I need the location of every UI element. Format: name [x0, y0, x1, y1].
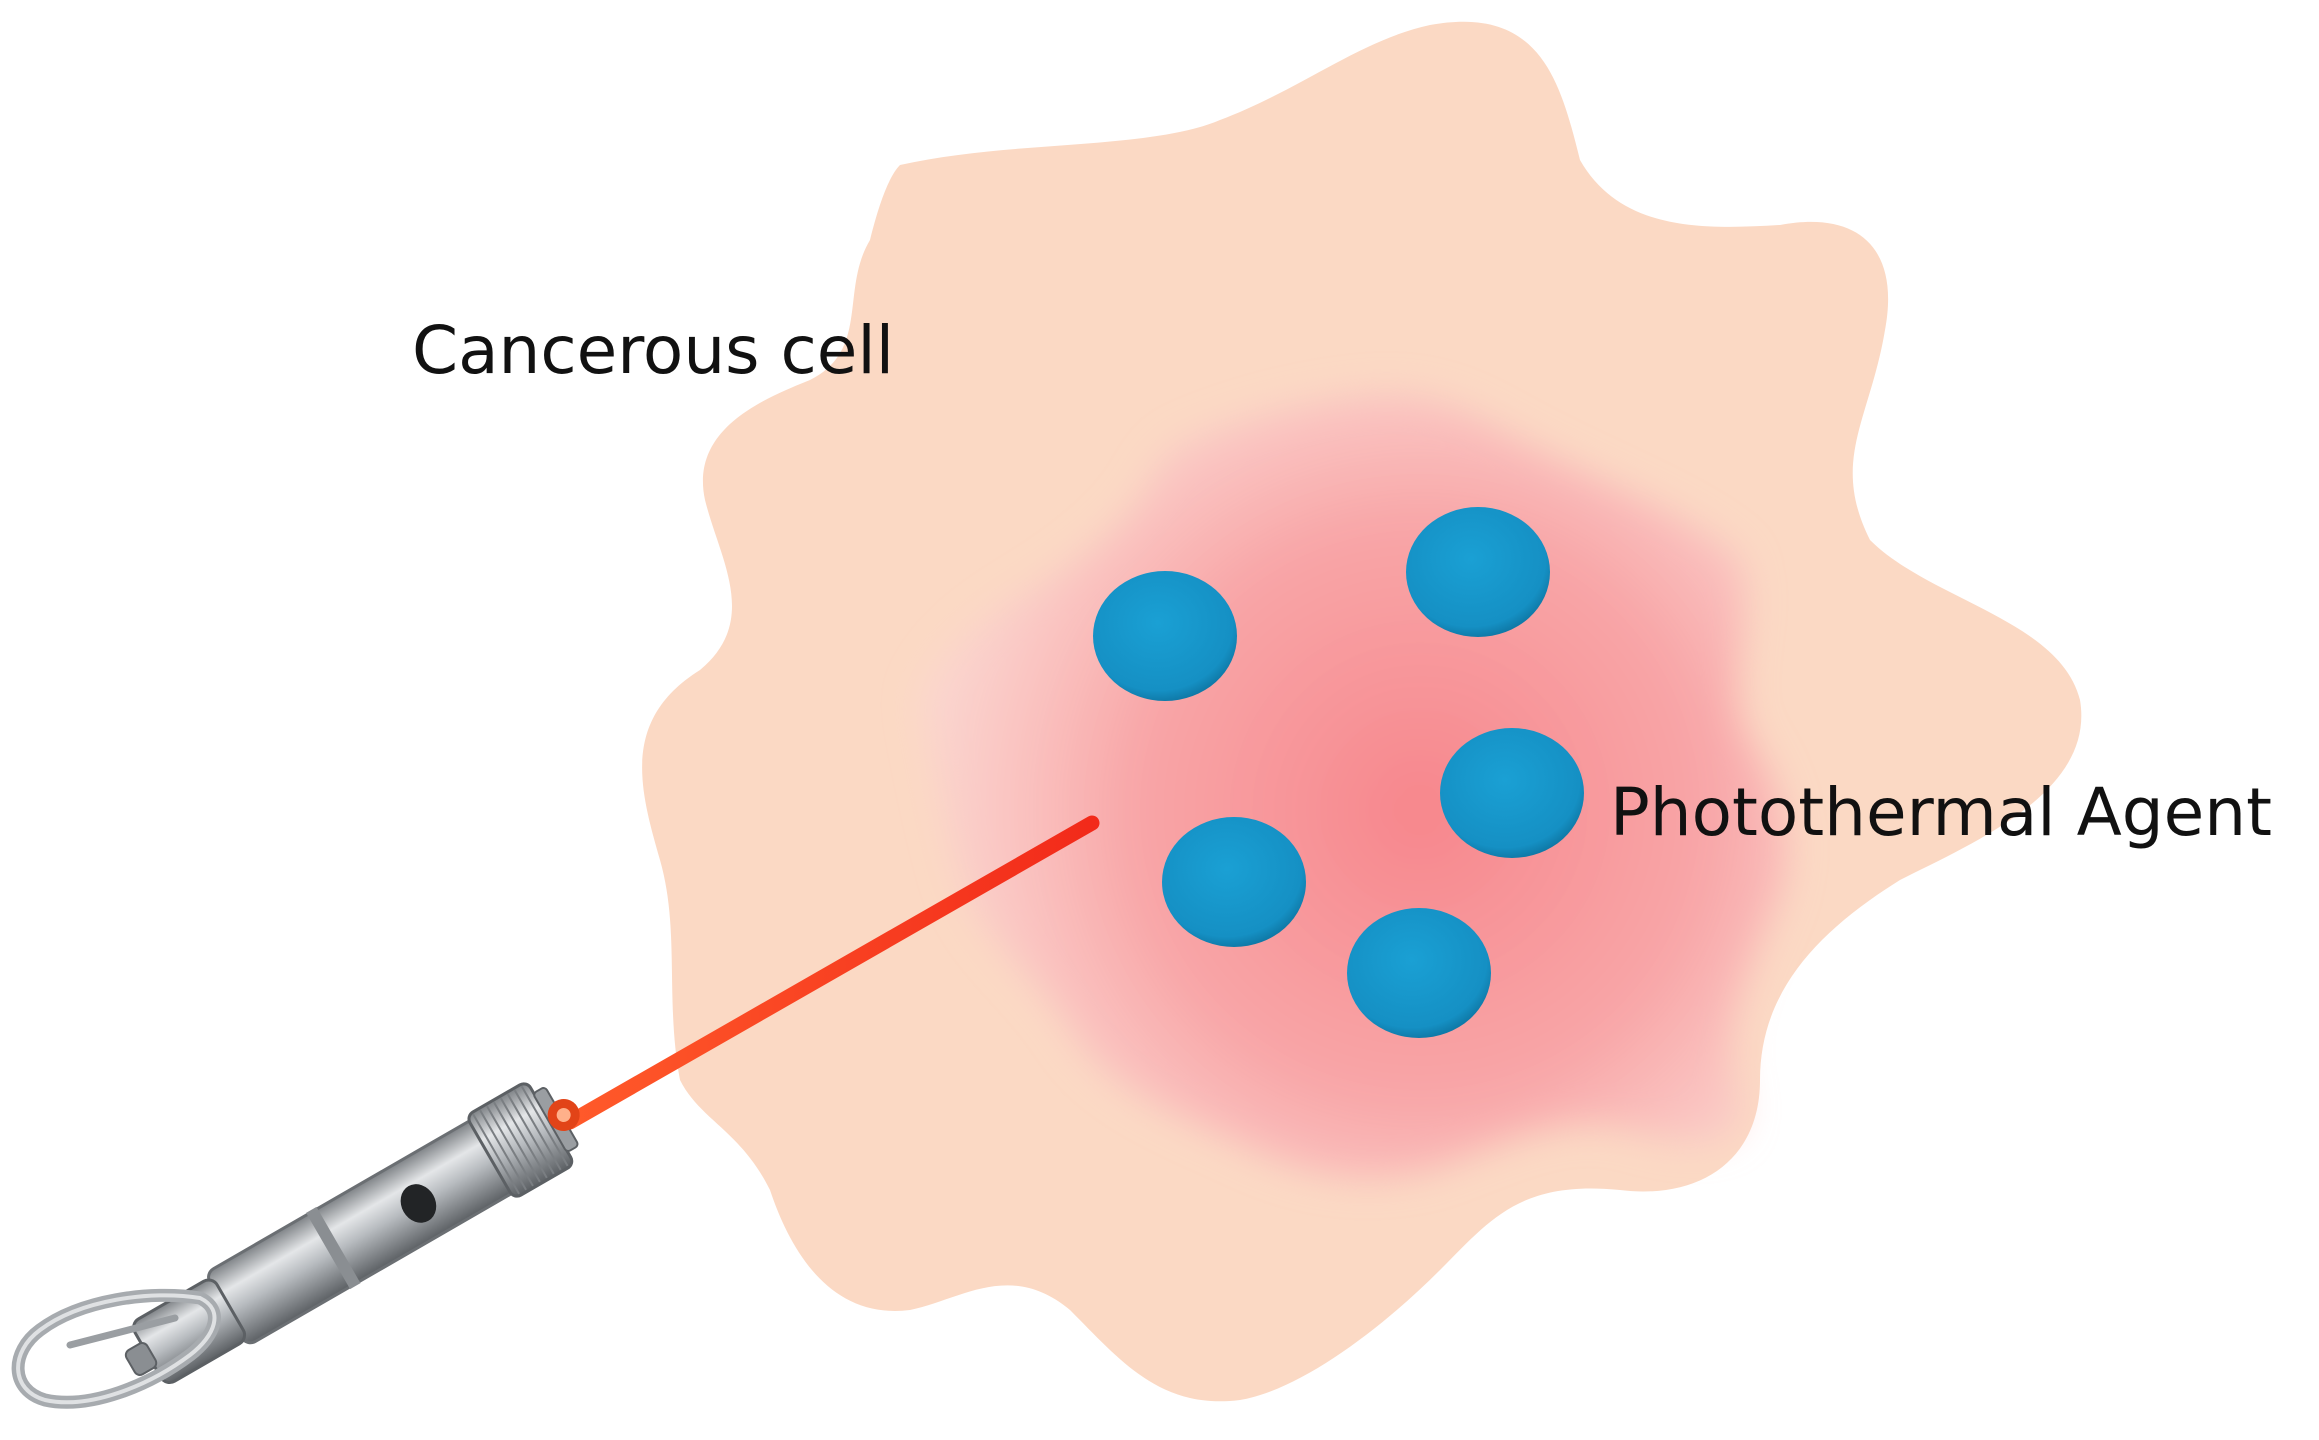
- carabiner-icon: [11, 1288, 221, 1409]
- nanoparticle: [1093, 571, 1237, 701]
- nanoparticle: [1162, 817, 1306, 947]
- cell-label: Cancerous cell: [412, 312, 895, 389]
- laser-pointer-icon: [124, 1082, 580, 1385]
- agent-label: Photothermal Agent: [1610, 774, 2272, 851]
- nanoparticle: [1347, 908, 1491, 1038]
- nanoparticle: [1406, 507, 1550, 637]
- agent-particles: [1093, 507, 1584, 1038]
- laser-beam: [562, 815, 1100, 1130]
- nanoparticle: [1440, 728, 1584, 858]
